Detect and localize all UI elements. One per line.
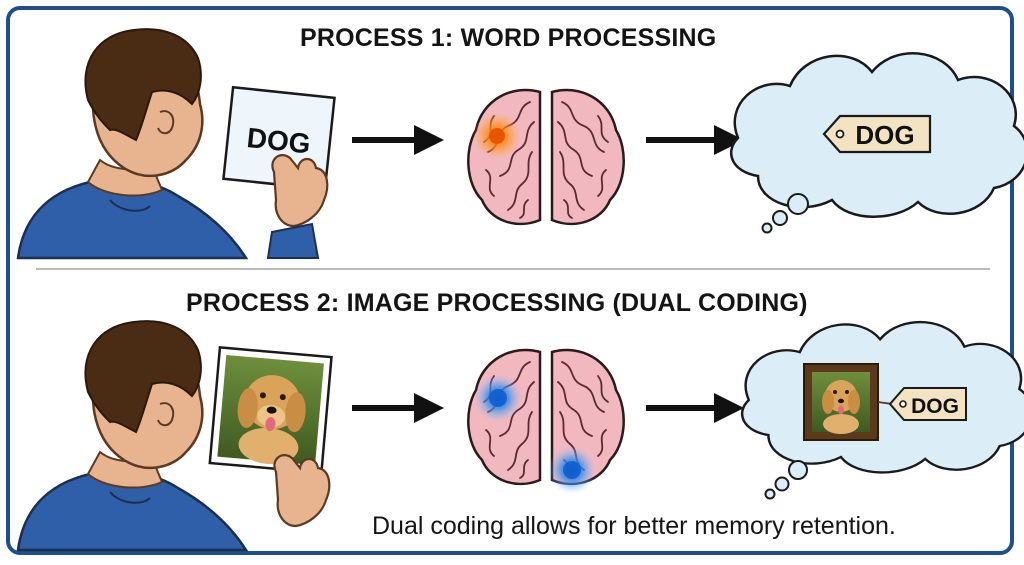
thought-cloud-dual: [740, 320, 1024, 474]
process-1-title: PROCESS 1: WORD PROCESSING: [300, 24, 717, 52]
process-2-title: PROCESS 2: IMAGE PROCESSING (DUAL CODING…: [186, 289, 808, 317]
brain-dual-coding: [467, 348, 625, 494]
brain-word-processing: [467, 88, 625, 226]
thought-bubbles-1: [761, 193, 809, 234]
dog-photo: [217, 354, 324, 466]
hand-holding-photo: [273, 454, 331, 528]
activation-core-orange: [489, 128, 505, 144]
person-reading-word-card: [16, 27, 248, 260]
word-tag-2: DOG: [888, 387, 967, 421]
word-tag: DOG: [822, 114, 932, 154]
word-card-text: DOG: [245, 122, 312, 159]
activation-core-blue-right: [563, 461, 581, 479]
activation-core-blue-left: [489, 389, 507, 407]
word-tag-2-text: DOG: [911, 395, 959, 418]
word-tag-text: DOG: [855, 120, 914, 150]
thought-bubbles-2: [764, 460, 808, 500]
photo-card: [208, 346, 333, 475]
section-divider: [36, 268, 990, 270]
hand-holding-card-1: [266, 154, 329, 259]
caption: Dual coding allows for better memory ret…: [372, 512, 896, 540]
thought-cloud-word: DOG: [729, 52, 1024, 219]
framed-dog-picture: [803, 363, 879, 441]
